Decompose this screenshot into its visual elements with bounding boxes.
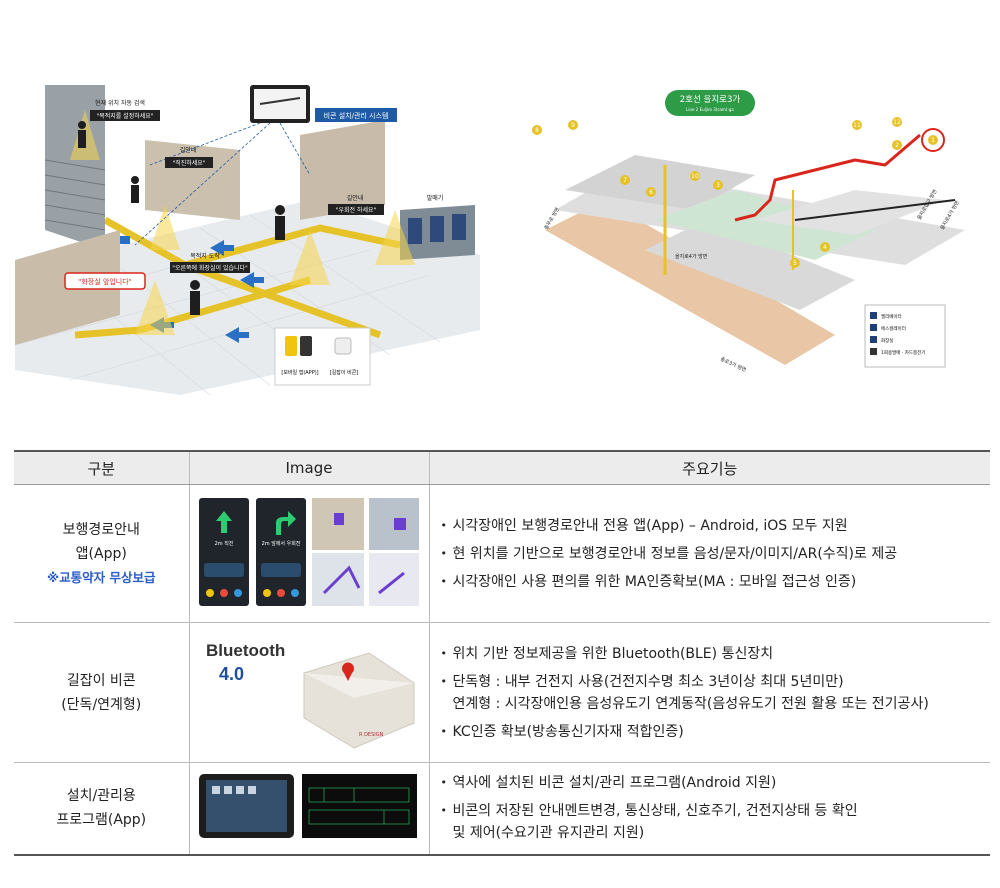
feature-text: 비콘의 저장된 안내멘트변경, 통신상태, 신호주기, 건전지상태 등 확인 (452, 803, 858, 820)
beacon-image: Bluetooth 4.0 R DESIGN (188, 622, 429, 763)
feature-item: 단독형 : 내부 건전지 사용(건전지수명 최소 3년이상 최대 5년미만) 연… (441, 671, 990, 715)
exit-5: 5 (793, 260, 797, 267)
feature-item: 비콘의 저장된 안내멘트변경, 통신상태, 신호주기, 건전지상태 등 확인 및… (441, 800, 990, 844)
category-line: 보행경로안내 (62, 521, 140, 538)
feature-item: 현 위치를 기반으로 보행경로안내 정보를 음성/문자/이미지/AR(수직)로 … (441, 543, 990, 565)
legend-app: [모바일 앱(APP)] (281, 369, 318, 376)
management-program-image (188, 762, 429, 856)
exit-4: 4 (823, 244, 827, 251)
exit-11: 11 (853, 122, 861, 129)
ticket-label: 발매기 (427, 194, 444, 202)
legend-elevator: 엘리베이터 (881, 313, 902, 320)
arrival-prompt: "오른쪽에 화장실이 있습니다" (172, 264, 248, 272)
legend-toilet: 화장실 (881, 337, 893, 344)
exit-7: 7 (623, 177, 627, 184)
features-cell: 역사에 설치된 비콘 설치/관리 프로그램(Android 지원) 비콘의 저장… (428, 762, 990, 856)
station-sub: Line 2 Euljiro 3(sam)-ga (686, 107, 734, 112)
free-supply-note: ※교통약자 무상보급 (46, 569, 156, 585)
category-cell: 설치/관리용 프로그램(App) (14, 762, 189, 856)
toilet-alert: "화장실 앞입니다" (78, 277, 132, 286)
beacon-device-icon: R DESIGN (303, 652, 415, 749)
feature-item: 역사에 설치된 비콘 설치/관리 프로그램(Android 지원) (441, 772, 990, 794)
guide1-label: 길안내 (180, 146, 197, 154)
beacon-brand: R DESIGN (359, 732, 384, 738)
category-line: 프로그램(App) (56, 812, 147, 829)
dir-euljiro4ga-1: 을지로4가 방면 (675, 253, 708, 260)
station-name: 2호선 을지로3가 (680, 95, 741, 105)
system-label: 비콘 설치/관리 시스템 (324, 111, 389, 120)
category-line: (단독/연계형) (61, 696, 142, 713)
legend-ticket: 1회용발매 · 카드충전기 (881, 349, 925, 356)
search-label: 현재 위치 자동 검색 (95, 99, 145, 107)
dir-jongno3ga: 종로3가 방면 (719, 355, 747, 373)
pedestrian-icons (78, 121, 285, 315)
feature-item: 시각장애인 사용 편의를 위한 MA인증확보(MA : 모바일 접근성 인증) (441, 571, 990, 593)
app-screens-image: 2m 직진 2m 앞에서 우회전 (188, 484, 429, 623)
category-cell: 길잡이 비콘 (단독/연계형) (14, 622, 189, 763)
bluetooth-wordmark: Bluetooth (206, 641, 285, 660)
category-line: 길잡이 비콘 (66, 672, 136, 689)
feature-text: 단독형 : 내부 건전지 사용(건전지수명 최소 3년이상 최대 5년미만) (452, 673, 844, 690)
station-map: 2호선 을지로3가 Line 2 Euljiro 3(sam)-ga 8 9 7… (532, 90, 965, 374)
table-row: 보행경로안내 앱(App) ※교통약자 무상보급 2m 직진 2m 앞에서 우회… (14, 484, 990, 623)
tablet-icon (250, 85, 310, 123)
legend-beacon: [길잡이 비콘] (330, 369, 359, 376)
dir-euljiro4ga-2: 을지로4가 방면 (939, 199, 961, 231)
guide2-prompt: "우회전 하세요" (336, 206, 377, 214)
category-cell: 보행경로안내 앱(App) ※교통약자 무상보급 (14, 484, 189, 623)
exit-6: 6 (649, 189, 653, 196)
features-cell: 시각장애인 보행경로안내 전용 앱(App) – Android, iOS 모두… (428, 484, 990, 623)
screen2-text: 2m 앞에서 우회전 (262, 540, 301, 547)
exit-2: 2 (895, 142, 899, 149)
map-legend: 엘리베이터 에스컬레이터 화장실 1회용발매 · 카드충전기 (864, 304, 946, 368)
table-header-row: 구분 Image 주요기능 (14, 450, 990, 485)
header-image: Image (188, 450, 429, 485)
features-cell: 위치 기반 정보제공을 위한 Bluetooth(BLE) 통신장치 단독형 :… (428, 622, 990, 763)
feature-continuation: 및 제어(수요기관 유지관리 지원) (452, 825, 645, 842)
exit-1: 1 (931, 137, 935, 144)
legend-escalator: 에스컬레이터 (881, 325, 906, 332)
guide1-prompt: "직진하세요" (172, 159, 205, 167)
exit-9: 9 (571, 122, 575, 129)
features-table: 구분 Image 주요기능 보행경로안내 앱(App) ※교통약자 무상보급 2… (14, 450, 990, 856)
table-row: 길잡이 비콘 (단독/연계형) Bluetooth 4.0 R DESIGN (14, 622, 990, 763)
screen1-text: 2m 직진 (215, 540, 234, 547)
feature-item: 위치 기반 정보제공을 위한 Bluetooth(BLE) 통신장치 (441, 643, 990, 665)
exit-8: 8 (535, 127, 539, 134)
exit-10: 10 (691, 173, 699, 180)
indoor-navigation-illustration: 비콘 설치/관리 시스템 현재 위치 자동 검색 "목적지를 설정하세요" 길안… (14, 85, 480, 395)
feature-continuation: 연계형 : 시각장애인용 음성유도기 연계동작(음성유도기 전원 활용 또는 전… (452, 695, 929, 712)
arrival-label: 목적지 도착 (190, 252, 220, 260)
category-line: 앱(App) (75, 545, 127, 562)
table-row: 설치/관리용 프로그램(App) 역사에 설치된 비콘 설치/관리 프 (14, 762, 990, 856)
header-features: 주요기능 (428, 450, 990, 485)
legend-box: [모바일 앱(APP)] [길잡이 비콘] (274, 327, 371, 386)
feature-item: 시각장애인 보행경로안내 전용 앱(App) – Android, iOS 모두… (441, 515, 990, 537)
guide2-label: 길안내 (347, 194, 364, 202)
ticket-machine-icon (400, 205, 475, 260)
bluetooth-version: 4.0 (219, 664, 244, 684)
search-prompt: "목적지를 설정하세요" (96, 112, 153, 120)
header-category: 구분 (14, 450, 189, 485)
exit-3: 3 (716, 182, 720, 189)
exit-12: 12 (893, 119, 901, 126)
feature-item: KC인증 확보(방송통신기자재 적합인증) (441, 721, 990, 743)
category-line: 설치/관리용 (66, 788, 136, 805)
